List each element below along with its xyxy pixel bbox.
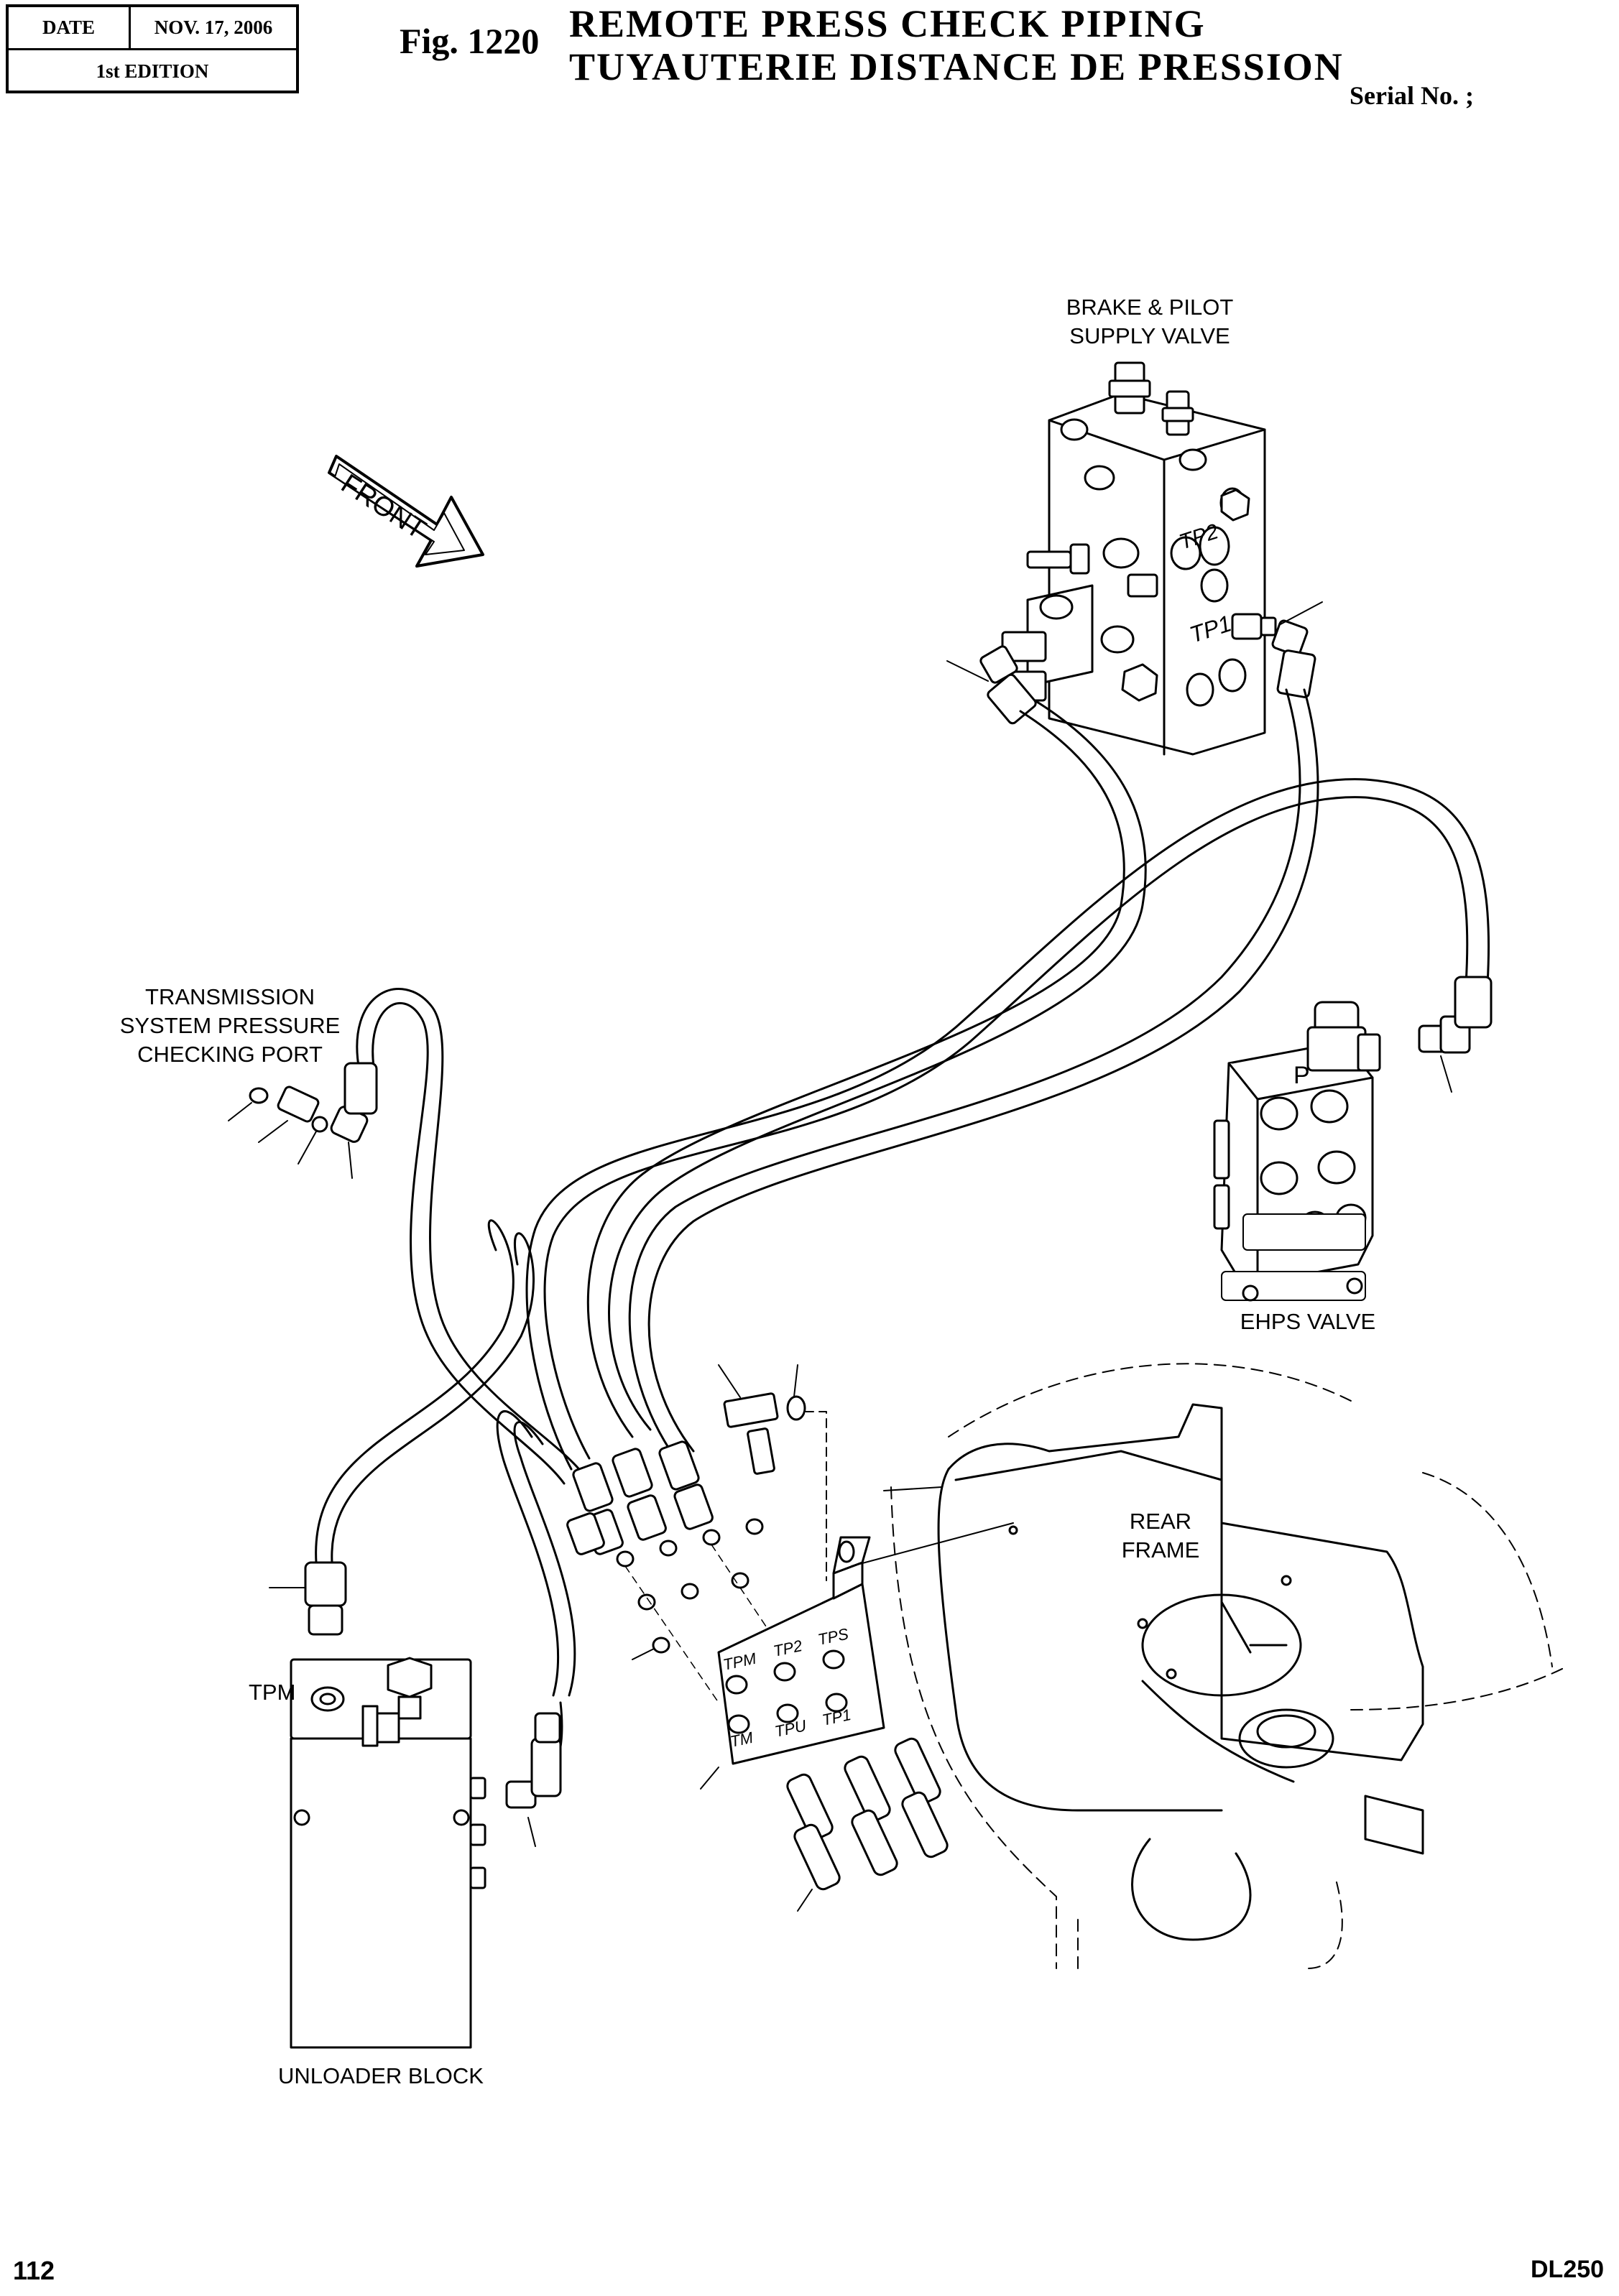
leader-lines: [527, 1817, 536, 1847]
front-arrow-icon: FRONT: [328, 455, 484, 568]
test-couplings: [786, 1737, 949, 1912]
transmission-port-fittings: [228, 1062, 378, 1179]
brake-valve-label: BRAKE & PILOT SUPPLY VALVE: [1035, 293, 1265, 351]
transmission-label-line3: CHECKING PORT: [137, 1042, 323, 1067]
transmission-port-label: TRANSMISSION SYSTEM PRESSURE CHECKING PO…: [93, 983, 366, 1069]
bracket-hose-ends: [566, 1440, 714, 1555]
ehps-port-p-label: P: [1293, 1062, 1310, 1089]
unloader-block-label: UNLOADER BLOCK: [278, 2063, 484, 2088]
transmission-label-line1: TRANSMISSION: [145, 984, 315, 1009]
check-port-bracket: [700, 1522, 1014, 1790]
page-number: 112: [13, 2256, 55, 2285]
rear-frame-label-line2: FRAME: [1121, 1537, 1200, 1563]
ehps-valve-label: EHPS VALVE: [1240, 1309, 1376, 1334]
brake-pilot-supply-valve: [1001, 361, 1266, 756]
rear-frame-label-line1: REAR: [1129, 1509, 1192, 1534]
rear-frame: [883, 1363, 1567, 1969]
valve-hose-fittings: [946, 601, 1323, 725]
unloader-block: [269, 1561, 562, 2049]
edition-label: 1st EDITION: [96, 60, 209, 82]
ehps-valve: [1213, 1001, 1381, 1302]
brake-valve-label-line2: SUPPLY VALVE: [1069, 323, 1230, 348]
ehps-hose-fitting: [1418, 976, 1493, 1093]
header-info-box: DATE NOV. 17, 2006 1st EDITION: [6, 4, 299, 93]
date-value: NOV. 17, 2006: [131, 7, 296, 50]
title-french: TUYAUTERIE DISTANCE DE PRESSION: [569, 45, 1344, 88]
figure-number: Fig. 1220: [400, 21, 540, 61]
model-name: DL250: [1531, 2256, 1605, 2283]
front-arrow-label: FRONT: [336, 468, 431, 545]
title-english: REMOTE PRESS CHECK PIPING: [569, 2, 1206, 45]
bolt-and-washer: [718, 1364, 827, 1581]
brake-valve-label-line1: BRAKE & PILOT: [1066, 295, 1234, 320]
transmission-label-line2: SYSTEM PRESSURE: [119, 1013, 341, 1038]
serial-number: Serial No. ;: [1350, 81, 1474, 110]
tpm-label: TPM: [249, 1680, 296, 1705]
hoses: [315, 688, 1490, 1797]
rear-frame-label: REAR FRAME: [1078, 1507, 1243, 1565]
date-label: DATE: [9, 7, 131, 50]
